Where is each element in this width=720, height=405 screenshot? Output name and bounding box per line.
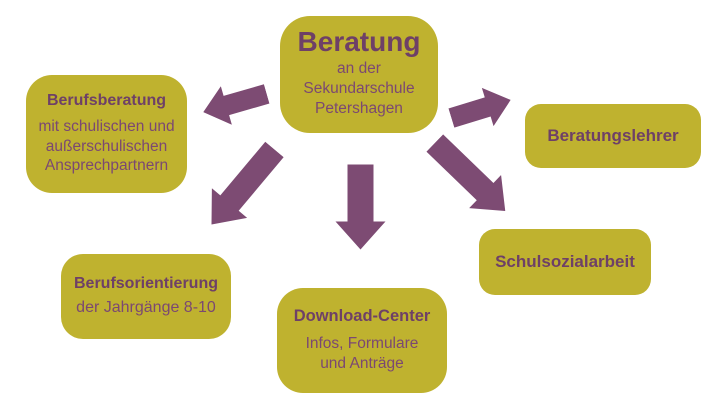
node-title: Download-Center bbox=[293, 307, 431, 326]
node-berufsorientierung: Berufsorientierung der Jahrgänge 8-10 bbox=[61, 254, 231, 339]
node-body: Infos, Formulare und Anträge bbox=[305, 335, 419, 372]
node-body: der Jahrgänge 8-10 bbox=[76, 298, 216, 316]
node-title: Schulsozialarbeit bbox=[495, 252, 635, 271]
node-berufsberatung: Berufsberatung mit schulischen und außer… bbox=[26, 75, 187, 193]
arrow-to-beratungslehrer-icon bbox=[446, 81, 517, 137]
node-title: Berufsberatung bbox=[46, 91, 167, 109]
node-download-center: Download-Center Infos, Formulare und Ant… bbox=[277, 288, 447, 393]
node-title: Berufsorientierung bbox=[73, 274, 218, 292]
arrow-to-berufsorientierung-icon bbox=[194, 135, 292, 240]
node-schulsozialarbeit: Schulsozialarbeit bbox=[479, 229, 651, 295]
node-beratungslehrer: Beratungslehrer bbox=[525, 104, 701, 168]
center-node-subtitle: an der Sekundarschule Petershagen bbox=[303, 60, 415, 117]
arrow-to-berufsberatung-icon bbox=[198, 75, 272, 132]
node-title: Beratungslehrer bbox=[547, 126, 679, 145]
arrow-to-download-center-icon bbox=[335, 164, 386, 250]
center-node-title: Beratung bbox=[297, 26, 421, 57]
node-body: mit schulischen und außerschulischen Ans… bbox=[38, 117, 175, 175]
node-beratung-center: Beratung an der Sekundarschule Petershag… bbox=[280, 16, 438, 133]
arrow-to-schulsozialarbeit-icon bbox=[419, 126, 521, 227]
